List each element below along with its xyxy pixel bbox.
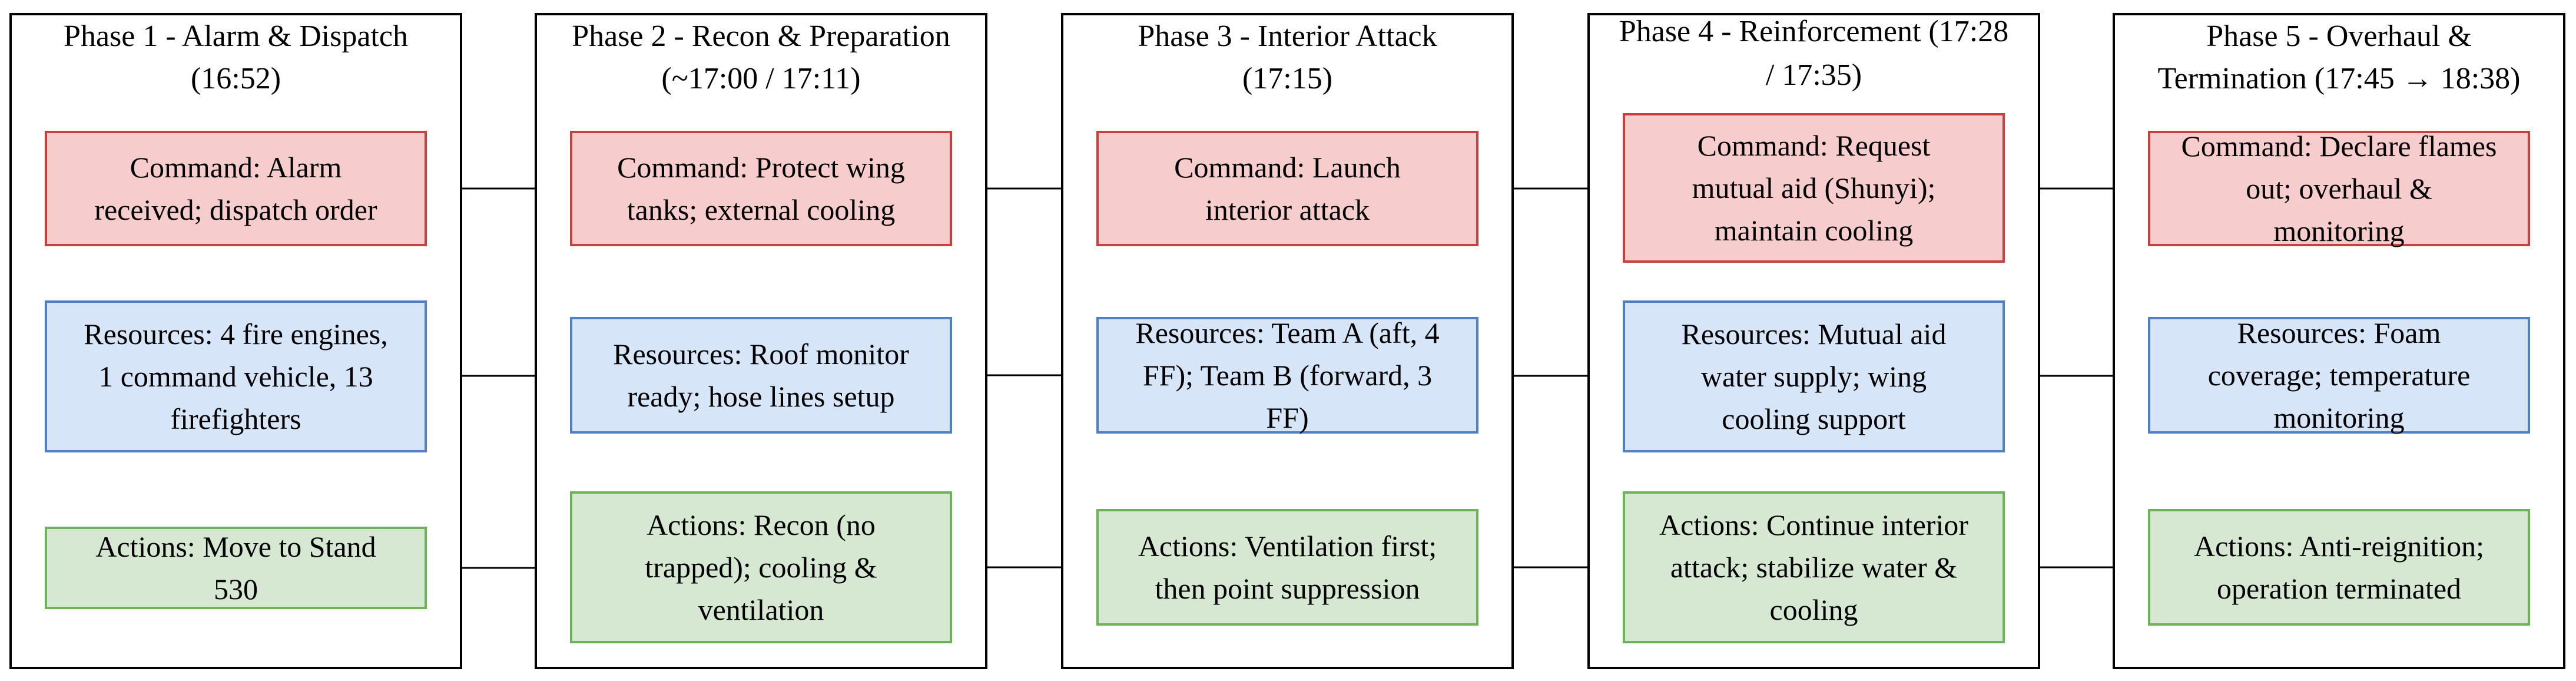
resources-text: 1 command vehicle, 13 — [98, 360, 373, 393]
actions-text: then point suppression — [1155, 572, 1420, 605]
actions-text: 530 — [214, 573, 258, 606]
phase-title: Phase 5 - Overhaul & — [2206, 19, 2472, 53]
command-text: Command: Launch — [1174, 151, 1401, 184]
actions-text: trapped); cooling & — [645, 551, 877, 584]
actions-box: Actions: Ventilation first; then point su… — [1096, 509, 1478, 626]
resources-box-rect — [45, 300, 427, 452]
phase-panel-3: Phase 3 - Interior Attack (17:15) Command:… — [1061, 13, 1514, 669]
phase-title: Phase 1 - Alarm & Dispatch — [64, 19, 408, 53]
phase-title: / 17:35) — [1766, 58, 1862, 92]
phase-title: Phase 4 - Reinforcement (17:28 — [1619, 15, 2008, 48]
actions-text: cooling — [1770, 593, 1858, 626]
resources-box-rect — [570, 317, 952, 434]
command-text: received; dispatch order — [94, 193, 377, 226]
command-box: Command: Launch interior attack — [1096, 131, 1478, 246]
command-text: tanks; external cooling — [627, 193, 895, 226]
command-box-rect — [570, 131, 952, 246]
command-text: maintain cooling — [1715, 214, 1913, 247]
resources-text: water supply; wing — [1701, 360, 1927, 393]
actions-text: operation terminated — [2217, 572, 2461, 605]
actions-box: Actions: Continue interior attack; stabil… — [1623, 491, 2005, 643]
resources-box-rect — [2148, 317, 2530, 434]
actions-text: attack; stabilize water & — [1670, 551, 1957, 584]
phase-panel-5: Phase 5 - Overhaul & Termination (17:45 →… — [2113, 13, 2565, 669]
command-box: Command: Protect wing tanks; external coo… — [570, 131, 952, 246]
actions-box: Actions: Recon (no trapped); cooling & ven… — [570, 491, 952, 643]
command-text: monitoring — [2273, 214, 2404, 247]
actions-box-rect — [2148, 509, 2530, 626]
actions-box: Actions: Move to Stand 530 — [45, 527, 427, 609]
actions-box-rect — [1623, 491, 2005, 643]
command-box: Command: Alarm received; dispatch order — [45, 131, 427, 246]
command-text: Command: Protect wing — [617, 151, 905, 184]
actions-box-rect — [1096, 509, 1478, 626]
resources-box-rect — [1096, 317, 1478, 434]
phase-panel-2: Phase 2 - Recon & Preparation (~17:00 / 1… — [535, 13, 987, 669]
actions-box-rect — [45, 527, 427, 609]
command-text: out; overhaul & — [2246, 172, 2432, 205]
phase-title: (~17:00 / 17:11) — [661, 62, 860, 95]
resources-text: Resources: Mutual aid — [1682, 318, 1947, 351]
phase-panel-1: Phase 1 - Alarm & Dispatch (16:52) Command… — [9, 13, 462, 669]
resources-box: Resources: Roof monitor ready; hose lines… — [570, 317, 952, 434]
phase-title: (17:15) — [1242, 62, 1332, 95]
resources-text: FF) — [1266, 401, 1308, 434]
panels-layer: Phase 1 - Alarm & Dispatch (16:52) Command… — [9, 13, 2565, 669]
actions-text: Actions: Continue interior — [1659, 508, 1968, 541]
command-text: mutual aid (Shunyi); — [1692, 171, 1936, 204]
command-box-rect — [1096, 131, 1478, 246]
resources-box: Resources: Foam coverage; temperature moni… — [2148, 316, 2530, 434]
resources-text: Resources: Foam — [2237, 316, 2441, 349]
phase-title: Phase 3 - Interior Attack — [1138, 19, 1437, 53]
phase-title: (16:52) — [191, 62, 281, 95]
resources-text: FF); Team B (forward, 3 — [1143, 359, 1432, 392]
phase-panel-4: Phase 4 - Reinforcement (17:28 / 17:35) Co… — [1587, 13, 2040, 669]
resources-text: Resources: 4 fire engines, — [84, 318, 388, 351]
command-text: Command: Request — [1698, 129, 1931, 162]
resources-text: coverage; temperature — [2208, 359, 2471, 392]
command-box-rect — [45, 131, 427, 246]
resources-box: Resources: Team A (aft, 4 FF); Team B (fo… — [1096, 316, 1478, 434]
actions-text: Actions: Ventilation first; — [1138, 530, 1437, 563]
phase-title: Phase 2 - Recon & Preparation — [572, 19, 950, 53]
resources-text: monitoring — [2273, 401, 2404, 434]
actions-box: Actions: Anti-reignition; operation termi… — [2148, 509, 2530, 626]
resources-box-rect — [1623, 300, 2005, 452]
command-text: interior attack — [1205, 193, 1370, 226]
actions-box-rect — [570, 491, 952, 643]
command-box: Command: Declare flames out; overhaul & mo… — [2148, 130, 2530, 247]
command-box: Command: Request mutual aid (Shunyi); main… — [1623, 113, 2005, 263]
actions-text: Actions: Recon (no — [647, 508, 876, 541]
actions-text: ventilation — [698, 593, 824, 626]
command-text: Command: Alarm — [130, 151, 342, 184]
resources-text: firefighters — [170, 402, 301, 435]
actions-text: Actions: Anti-reignition; — [2194, 530, 2484, 563]
command-box-rect — [1623, 113, 2005, 263]
resources-box: Resources: Mutual aid water supply; wing c… — [1623, 300, 2005, 452]
resources-box: Resources: 4 fire engines, 1 command vehi… — [45, 300, 427, 452]
resources-text: Resources: Roof monitor — [613, 338, 909, 371]
resources-text: ready; hose lines setup — [627, 380, 894, 413]
resources-text: Resources: Team A (aft, 4 — [1135, 316, 1439, 349]
command-box-rect — [2148, 131, 2530, 246]
command-text: Command: Declare flames — [2182, 130, 2497, 163]
phase-title: Termination (17:45 → 18:38) — [2158, 62, 2521, 95]
actions-text: Actions: Move to Stand — [95, 530, 376, 563]
resources-text: cooling support — [1722, 402, 1906, 435]
